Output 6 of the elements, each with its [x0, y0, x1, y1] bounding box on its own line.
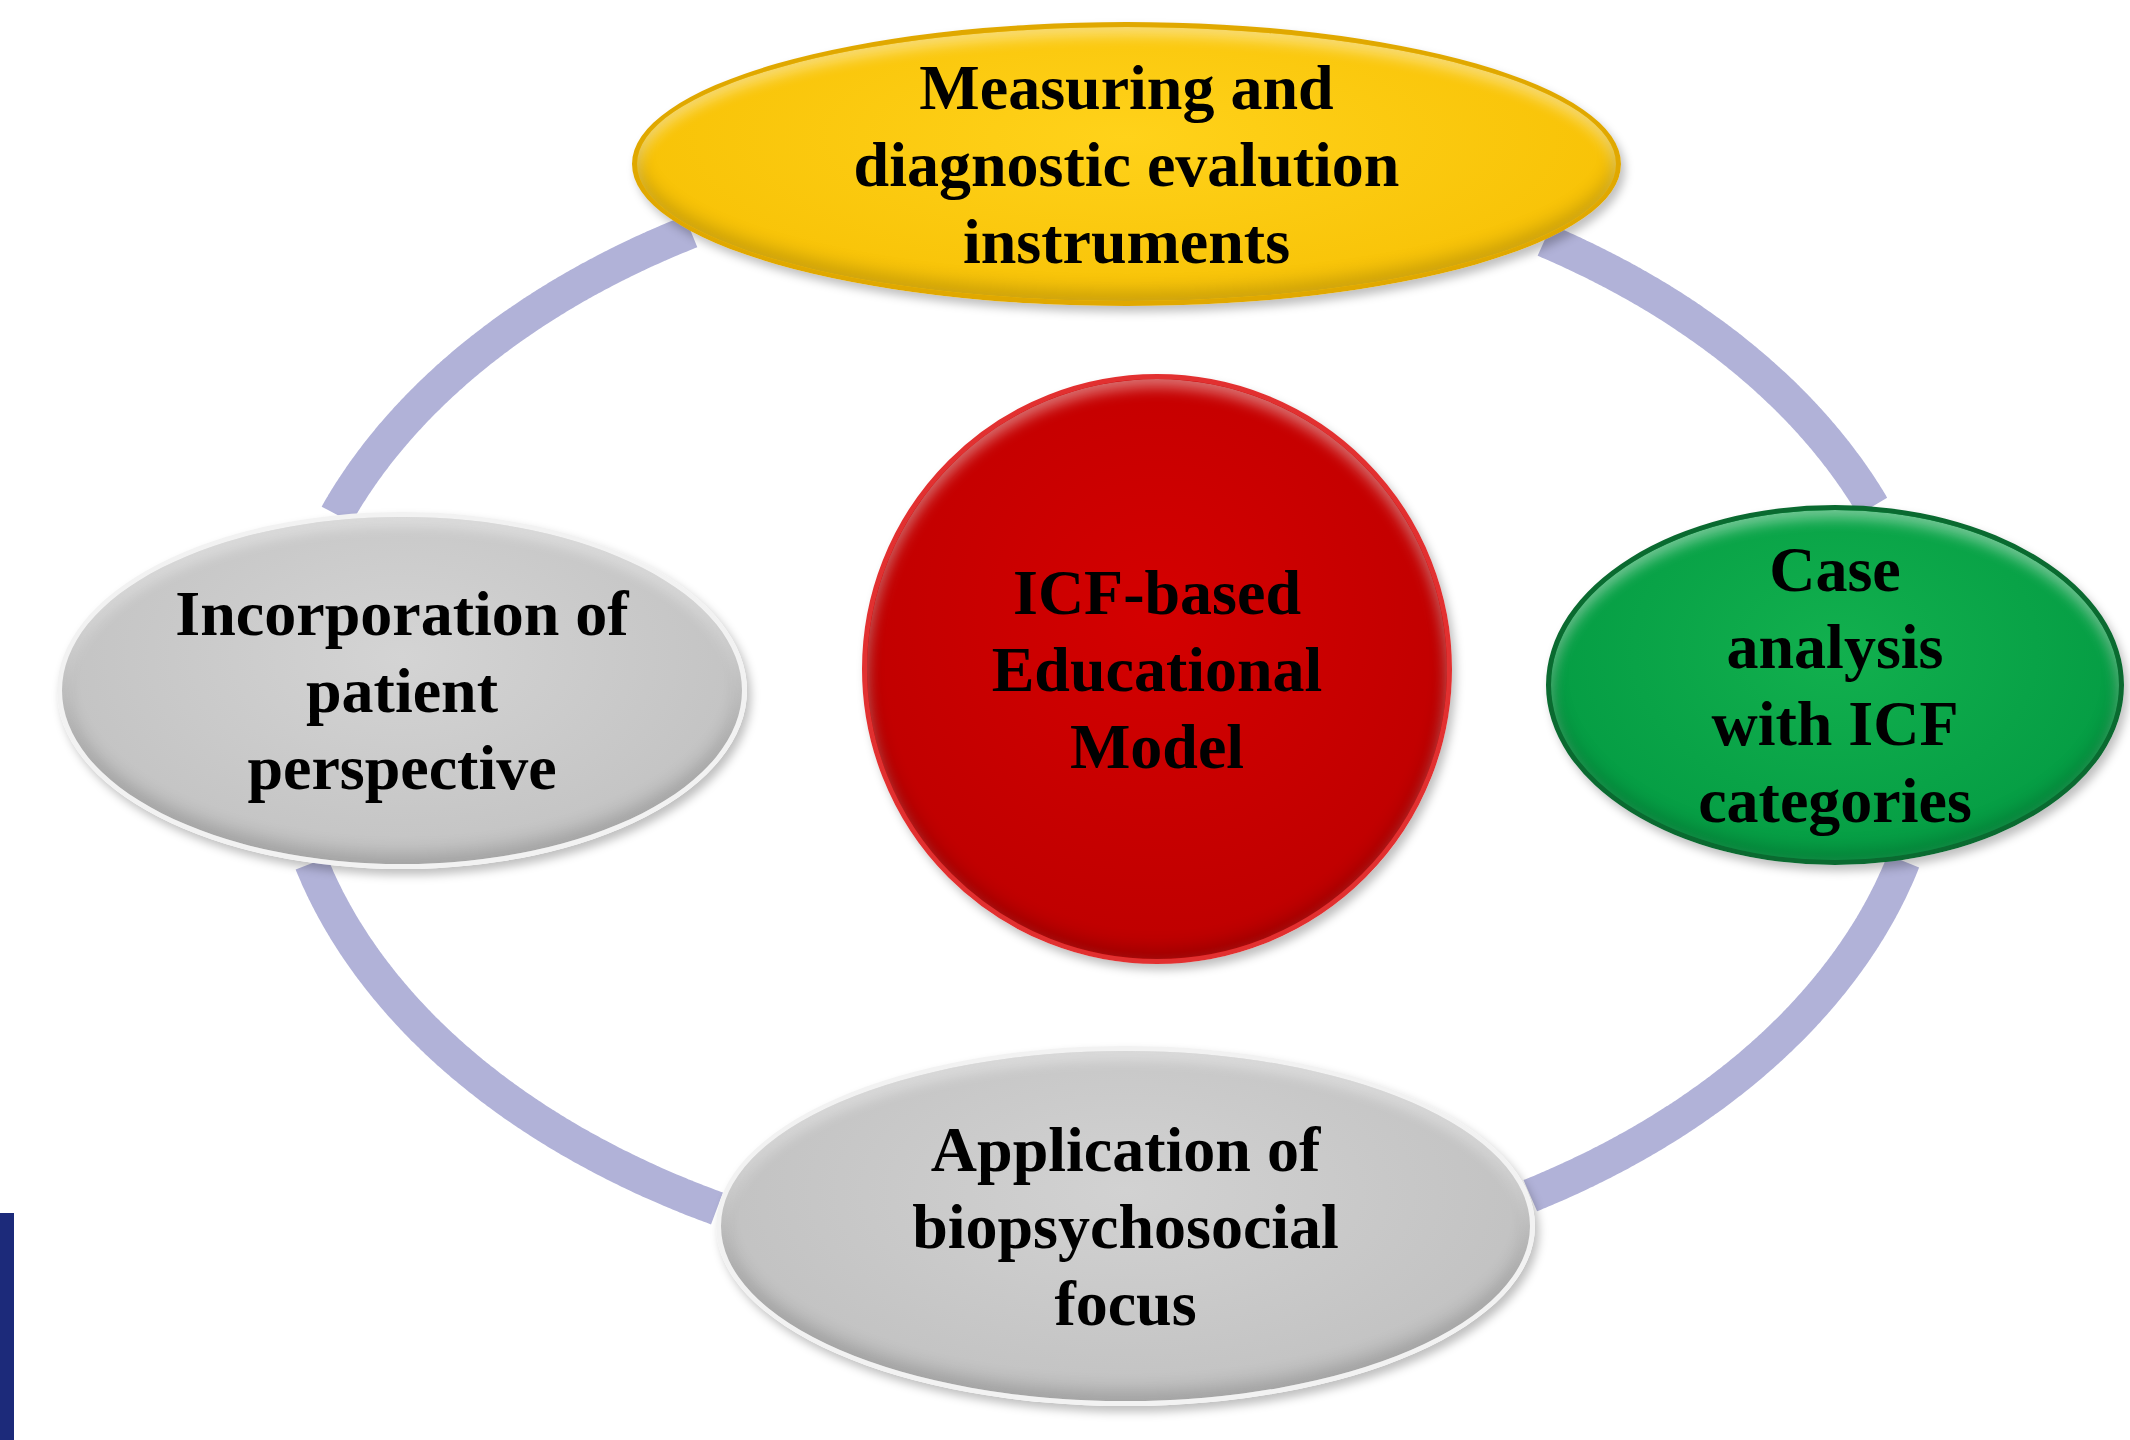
node-label: Application of biopsychosocial focus [911, 1112, 1340, 1341]
node-label: ICF-based Educational Model [990, 555, 1324, 784]
node-label: Incorporation of patient perspective [174, 577, 631, 805]
side-bar [0, 1213, 14, 1440]
node-label: Measuring and diagnostic evalution instruments [852, 50, 1401, 279]
node-label: Case analysis with ICF categories [1697, 533, 1973, 838]
